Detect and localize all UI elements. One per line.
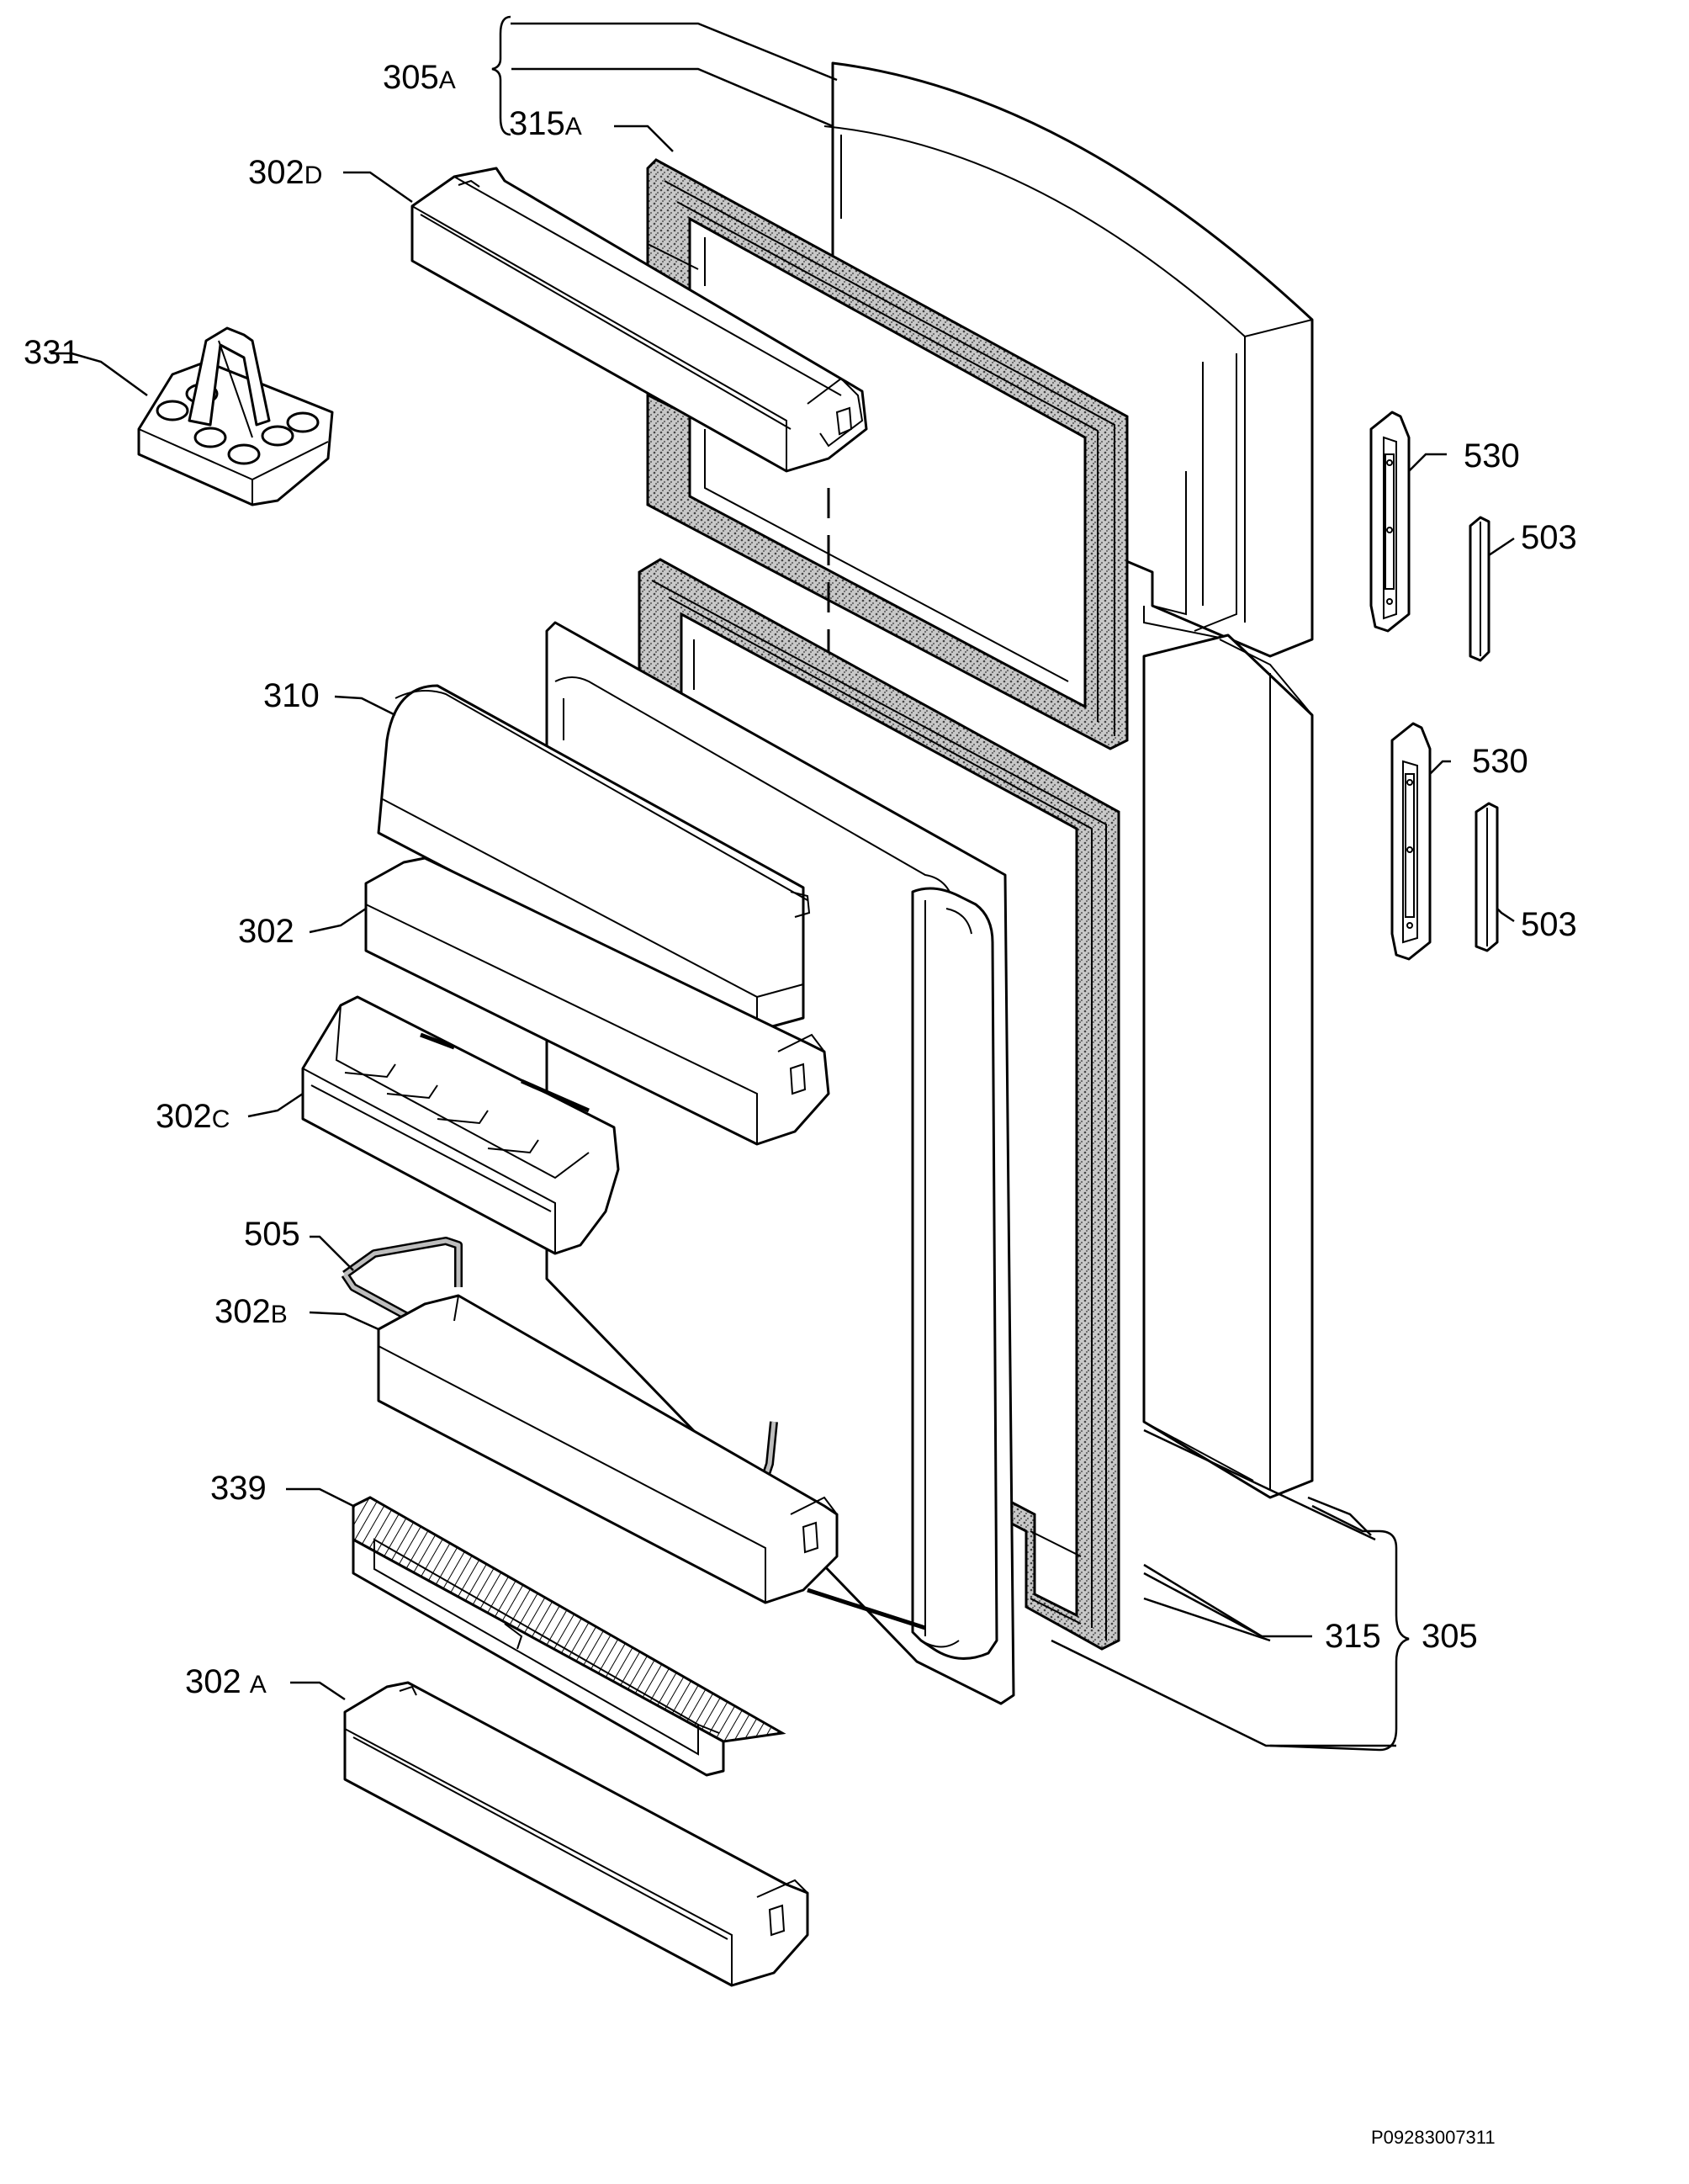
label-530-top: 530	[1464, 437, 1520, 474]
label-305: 305	[1422, 1618, 1478, 1655]
label-310: 310	[263, 677, 320, 714]
brace-305a	[491, 15, 511, 136]
label-302: 302	[238, 913, 294, 950]
lower-door-panel	[1142, 633, 1314, 1499]
brace-305-top	[1311, 1504, 1379, 1533]
label-505: 505	[244, 1216, 300, 1253]
brace-305	[1379, 1529, 1410, 1752]
door-shelf-302a	[343, 1681, 809, 1987]
label-503-top: 503	[1521, 519, 1577, 556]
upper-door-gasket	[646, 158, 1129, 750]
brace-305-bottom	[1269, 1744, 1380, 1752]
handle-530-bottom	[1390, 722, 1432, 961]
dairy-compartment-cover	[377, 684, 811, 1032]
door-shelf-302b	[377, 1294, 839, 1604]
label-315: 315	[1325, 1618, 1381, 1655]
door-shelf-302d	[410, 167, 868, 473]
label-503-bottom: 503	[1521, 906, 1577, 943]
label-530-bottom: 530	[1472, 743, 1528, 780]
label-305a: 305A	[383, 59, 456, 96]
door-shelf-302c	[301, 995, 620, 1255]
label-331: 331	[24, 334, 80, 371]
label-302c: 302C	[156, 1098, 230, 1135]
leader-lines	[50, 22, 1515, 1747]
door-shelf-302	[364, 856, 830, 1146]
drawing-code: P09283007311	[1371, 2127, 1496, 2148]
label-339: 339	[210, 1470, 267, 1507]
label-302d: 302D	[248, 154, 322, 191]
handle-530-top	[1369, 411, 1411, 633]
handle-cover-503-bottom	[1475, 802, 1499, 952]
shelf-cover-339	[352, 1496, 786, 1777]
label-302b: 302B	[214, 1293, 288, 1330]
egg-tray	[137, 326, 334, 506]
label-315a: 315A	[509, 105, 582, 142]
handle-cover-503-top	[1469, 516, 1490, 662]
